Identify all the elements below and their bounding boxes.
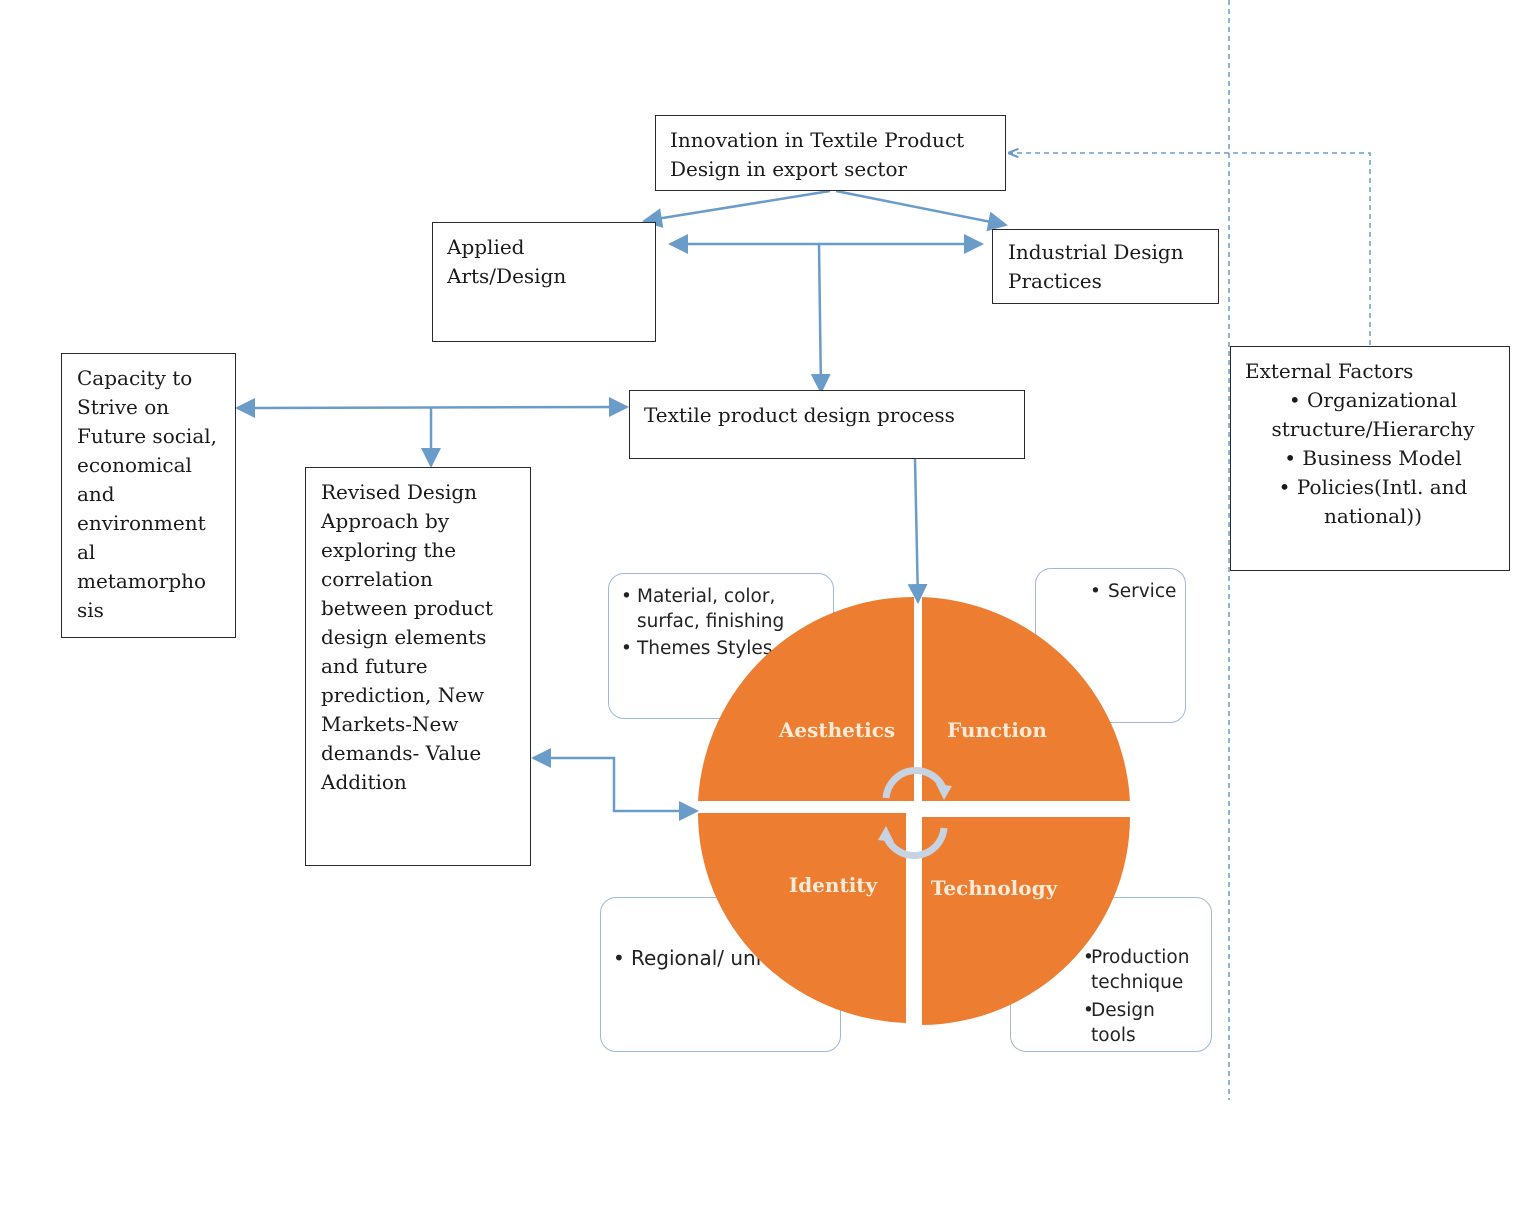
arrow-to-applied-arts — [642, 189, 831, 229]
identity-quadrant — [697, 813, 906, 1023]
arrow-to-industrial — [835, 189, 1008, 232]
arrow-capacity-process — [235, 397, 629, 418]
aesthetics-detail-item: Material, color, surfac, finishing — [619, 584, 825, 634]
technology-quadrant — [922, 817, 1130, 1025]
arrow-revised-circle — [531, 748, 699, 821]
design-process-box: Textile product design process — [629, 390, 1025, 459]
applied-arts-box: Applied Arts/Design — [432, 222, 656, 342]
technology-label: Technology — [931, 876, 1059, 900]
cycle-arrowhead-icon — [878, 826, 894, 842]
revised-approach-box: Revised Design Approach by exploring the… — [305, 467, 531, 866]
aesthetics-label: Aesthetics — [778, 718, 895, 742]
function-label: Function — [947, 718, 1047, 742]
arrow-process-circle — [907, 458, 928, 604]
identity-label: Identity — [789, 873, 879, 897]
technology-detail-item: Production technique — [1081, 945, 1205, 995]
external-factor-item: • Organizational structure/Hierarchy — [1271, 388, 1475, 441]
cycle-arrows-icon — [882, 767, 948, 859]
aesthetics-detail-item: Themes Styles — [619, 636, 825, 661]
function-detail-item: Service — [1088, 579, 1177, 604]
technology-detail-item: Design tools — [1081, 998, 1205, 1048]
external-factor-item: • Business Model — [1284, 446, 1462, 470]
aesthetics-quadrant — [698, 596, 914, 801]
cycle-arrowhead-icon — [936, 784, 952, 800]
arrow-to-process — [810, 243, 831, 394]
function-quadrant — [922, 597, 1130, 801]
capacity-box: Capacity to Strive on Future social, eco… — [61, 353, 236, 638]
external-factors-box: External Factors • Organizational struct… — [1230, 346, 1510, 571]
external-factor-item: • Policies(Intl. and national)) — [1278, 475, 1468, 528]
industrial-design-box: Industrial Design Practices — [992, 229, 1219, 304]
external-factors-title: External Factors — [1245, 359, 1414, 383]
innovation-box: Innovation in Textile Product Design in … — [655, 115, 1006, 191]
external-feedback-arrow — [1009, 153, 1371, 345]
